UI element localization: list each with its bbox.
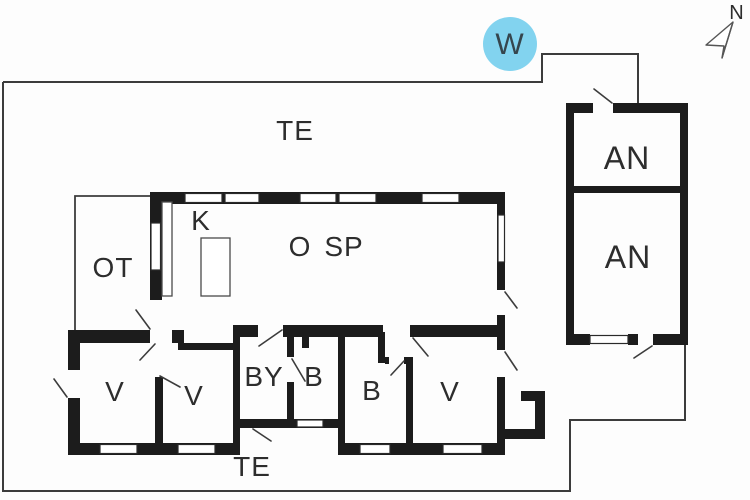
w-marker bbox=[483, 17, 537, 71]
covered-terrace-outline bbox=[74, 195, 150, 330]
property-boundary-line bbox=[2, 53, 686, 492]
label-living-room: O bbox=[288, 231, 312, 262]
w-marker-label: W bbox=[495, 28, 525, 61]
label-bath-1: B bbox=[304, 361, 324, 392]
label-annex-2: AN bbox=[604, 239, 652, 275]
north-arrow-icon bbox=[705, 21, 734, 59]
main-house-walls bbox=[68, 192, 505, 455]
label-bedroom-mid: V bbox=[184, 380, 204, 411]
annex-walls bbox=[566, 103, 688, 345]
label-dining-room: SP bbox=[324, 231, 364, 262]
label-bedroom-right: V bbox=[440, 376, 460, 407]
label-bedroom-left: V bbox=[105, 376, 125, 407]
label-terrace-top: TE bbox=[276, 115, 314, 146]
label-bath-2: B bbox=[362, 375, 382, 406]
label-utility-room: BY bbox=[244, 361, 284, 392]
windows bbox=[99, 192, 629, 455]
label-annex-1: AN bbox=[603, 140, 651, 176]
kitchen-island bbox=[200, 237, 231, 297]
label-terrace-bottom: TE bbox=[233, 451, 271, 482]
door-swings bbox=[53, 88, 653, 442]
east-porch-walls bbox=[505, 391, 545, 439]
north-label: N bbox=[729, 2, 745, 24]
kitchen-counter bbox=[161, 201, 173, 297]
label-kitchen: K bbox=[191, 205, 211, 236]
label-covered-terrace: OT bbox=[92, 252, 134, 283]
kitchen-fixtures bbox=[161, 201, 231, 297]
